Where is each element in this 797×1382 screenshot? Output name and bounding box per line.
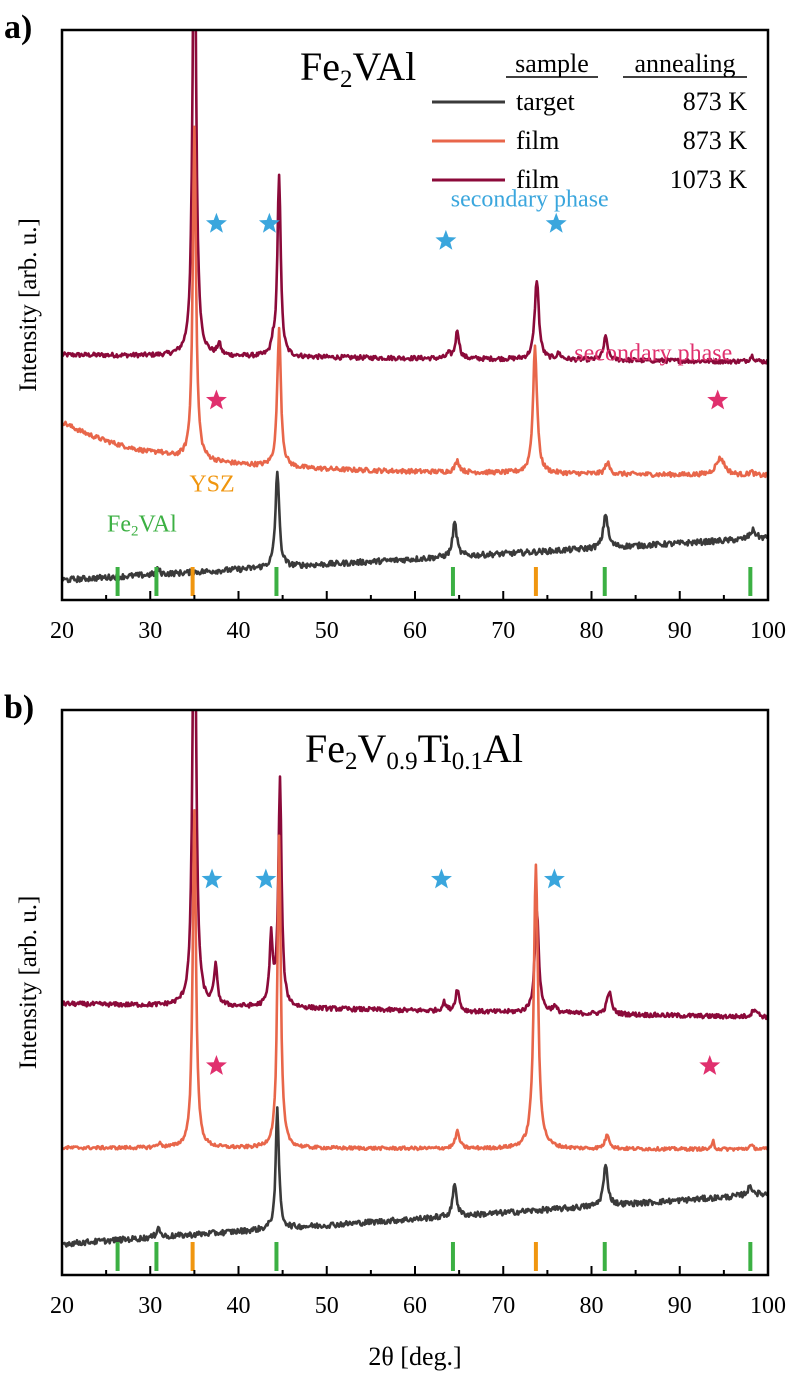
y-axis-label: Intensity [arb. u.] <box>15 218 42 392</box>
secondary-phase-star <box>435 229 457 250</box>
chart-title-part: Ti <box>418 726 452 771</box>
x-tick-label: 20 <box>50 618 74 644</box>
x-tick-label: 80 <box>580 1293 604 1319</box>
series-line-target <box>62 1106 768 1248</box>
series-line-film_873 <box>62 125 768 479</box>
annotation-label: YSZ <box>189 472 234 498</box>
x-tick-label: 90 <box>668 1293 692 1319</box>
chart-title-part: 2 <box>345 748 358 775</box>
secondary-phase-star <box>255 868 277 889</box>
secondary-phase-star <box>201 868 223 889</box>
x-tick-label: 70 <box>491 618 515 644</box>
chart-title-part: VAl <box>353 44 417 89</box>
legend-entry-sample: target <box>516 87 575 116</box>
x-tick-label: 90 <box>668 618 692 644</box>
secondary-phase-star <box>205 389 227 410</box>
x-tick-label: 20 <box>50 1293 74 1319</box>
x-tick-label: 60 <box>403 1293 427 1319</box>
series-line-film_873 <box>62 809 768 1152</box>
panel-label: a) <box>4 9 32 46</box>
panel-b: 20 30 40 50 60 70 80 90 100 Intensity [arb. u.] b)… <box>4 689 786 1371</box>
chart-title-part: 0.1 <box>452 748 483 775</box>
x-tick-label: 100 <box>750 1293 786 1319</box>
secondary-phase-star <box>258 212 280 233</box>
secondary-phase-star <box>707 389 729 410</box>
x-tick-label: 60 <box>403 618 427 644</box>
x-tick-label: 40 <box>227 618 251 644</box>
reference-label-part: 2 <box>131 524 139 540</box>
secondary-phase-star <box>205 212 227 233</box>
secondary-phase-star <box>543 868 565 889</box>
y-axis-label: Intensity [arb. u.] <box>15 896 42 1070</box>
panel-label: b) <box>4 689 34 726</box>
chart-title-part: Fe <box>300 44 340 89</box>
legend-entry-annealing: 873 K <box>683 87 748 116</box>
secondary-phase-star <box>205 1054 227 1075</box>
legend-entry-sample: film <box>516 165 559 194</box>
x-tick-label: 70 <box>491 1293 515 1319</box>
x-tick-label: 50 <box>315 1293 339 1319</box>
x-axis-label: 2θ [deg.] <box>368 1342 461 1371</box>
chart-title-part: 2 <box>340 66 353 93</box>
series-line-film_1073 <box>62 30 768 365</box>
plot-frame <box>60 708 770 1277</box>
chart-title-part: Al <box>483 726 523 771</box>
x-tick-label: 100 <box>750 618 786 644</box>
legend-entry-annealing: 1073 K <box>670 165 748 194</box>
reference-label-part: VAl <box>139 512 178 538</box>
annotation-label: secondary phase <box>451 187 609 213</box>
reference-label: Fe2VAl <box>107 512 177 540</box>
plot-area <box>62 710 768 1248</box>
chart-title: Fe2VAl <box>300 44 416 93</box>
legend-entry-sample: film <box>516 126 559 155</box>
chart-title-part: 0.9 <box>386 748 417 775</box>
secondary-phase-star <box>431 868 452 889</box>
secondary-phase-star <box>699 1054 721 1075</box>
chart-title-part: Fe <box>305 726 345 771</box>
chart-title: Fe2V0.9Ti0.1Al <box>305 726 523 775</box>
series-line-target <box>62 470 768 584</box>
x-tick-label: 40 <box>227 1293 251 1319</box>
plot-area <box>62 30 768 584</box>
x-tick-label: 50 <box>315 618 339 644</box>
series-line-film_1073 <box>62 710 768 1021</box>
annotation-label: secondary phase <box>574 341 732 367</box>
legend-entry-annealing: 873 K <box>683 126 748 155</box>
chart-title-part: V <box>358 726 387 771</box>
x-tick-label: 30 <box>138 1293 162 1319</box>
legend-header-annealing: annealing <box>634 49 735 78</box>
x-tick-label: 30 <box>138 618 162 644</box>
x-tick-label: 80 <box>580 618 604 644</box>
legend-header-sample: sample <box>515 49 589 78</box>
secondary-phase-star <box>545 212 567 233</box>
reference-label-part: Fe <box>107 512 131 538</box>
legend: sample annealing target 873 K film 873 K film 1… <box>432 49 747 194</box>
